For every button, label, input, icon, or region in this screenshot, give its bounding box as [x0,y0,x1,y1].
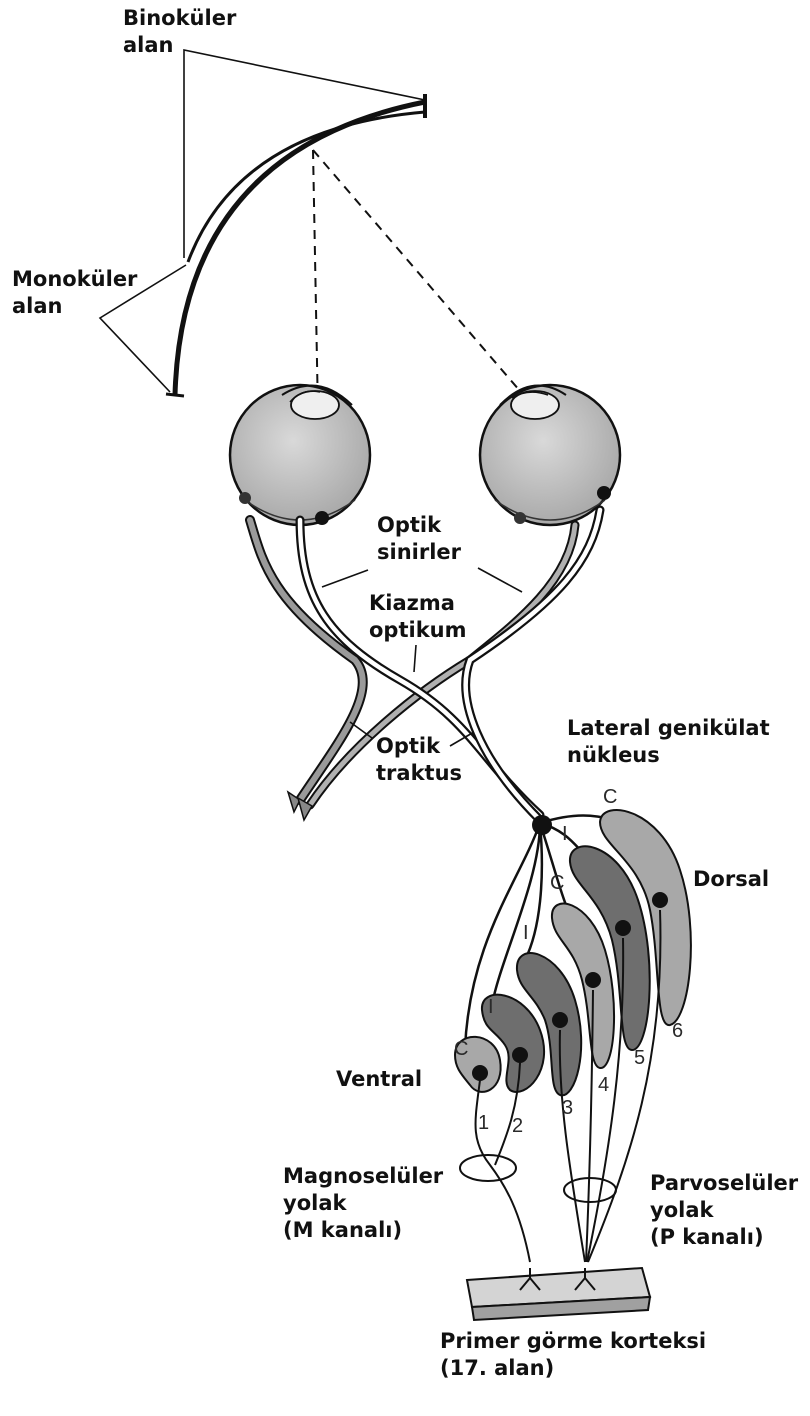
parvocellular-label-line: (P kanalı) [650,1224,798,1251]
parvocellular-label-line: Parvoselüler [650,1170,798,1197]
parvocellular-label-line: yolak [650,1197,798,1224]
lgn-label-line: Lateral genikülat [567,715,770,742]
monocular-field-label-line: alan [12,293,137,320]
primary-visual-cortex-slab [467,1268,650,1320]
eye-input-mark-layer-2: I [488,996,494,1019]
optic-chiasm-label-line: optikum [369,617,467,644]
layer-number-5: 5 [634,1047,645,1070]
layer-number-2: 2 [512,1115,523,1138]
magnocellular-label-line: (M kanalı) [283,1217,443,1244]
optic-chiasm-label-line: Kiazma [369,590,467,617]
left-eye [230,385,370,525]
pathway-ellipses [460,1155,616,1202]
optic-nerves-label-line: Optik [377,512,461,539]
monocular-field-label-line: Monoküler [12,266,137,293]
visual-field-arc [166,94,425,396]
lgn-cell-body [532,815,552,835]
right-eye [480,385,620,525]
binocular-field-label-line: alan [123,32,236,59]
eye-input-mark-layer-4: I [523,922,529,945]
eye-input-mark-layer-1: C [454,1038,468,1061]
optic-tract-label-line: Optik [376,733,462,760]
lgn-label-line: nükleus [567,742,770,769]
dorsal-label: Dorsal [693,866,769,893]
binocular-field-label-line: Binoküler [123,5,236,32]
primary-visual-cortex-label: Primer görme korteksi(17. alan) [440,1328,706,1382]
optic-tract-label-line: traktus [376,760,462,787]
primary-visual-cortex-label-line: (17. alan) [440,1355,706,1382]
layer-number-3: 3 [562,1097,573,1120]
eye-input-mark-layer-6: C [603,786,617,809]
layer-number-4: 4 [598,1074,609,1097]
optic-nerves-label-line: sinirler [377,539,461,566]
layer-number-1: 1 [478,1112,489,1135]
eye-input-mark-layer-3: C [550,872,564,895]
eye-input-mark-layer-5: I [562,823,568,846]
magnocellular-label-line: yolak [283,1190,443,1217]
magnocellular-label-line: Magnoselüler [283,1163,443,1190]
ventral-label: Ventral [336,1066,422,1093]
layer-number-6: 6 [672,1020,683,1043]
primary-visual-cortex-label-line: Primer görme korteksi [440,1328,706,1355]
right-temporal-fibers [466,510,600,820]
